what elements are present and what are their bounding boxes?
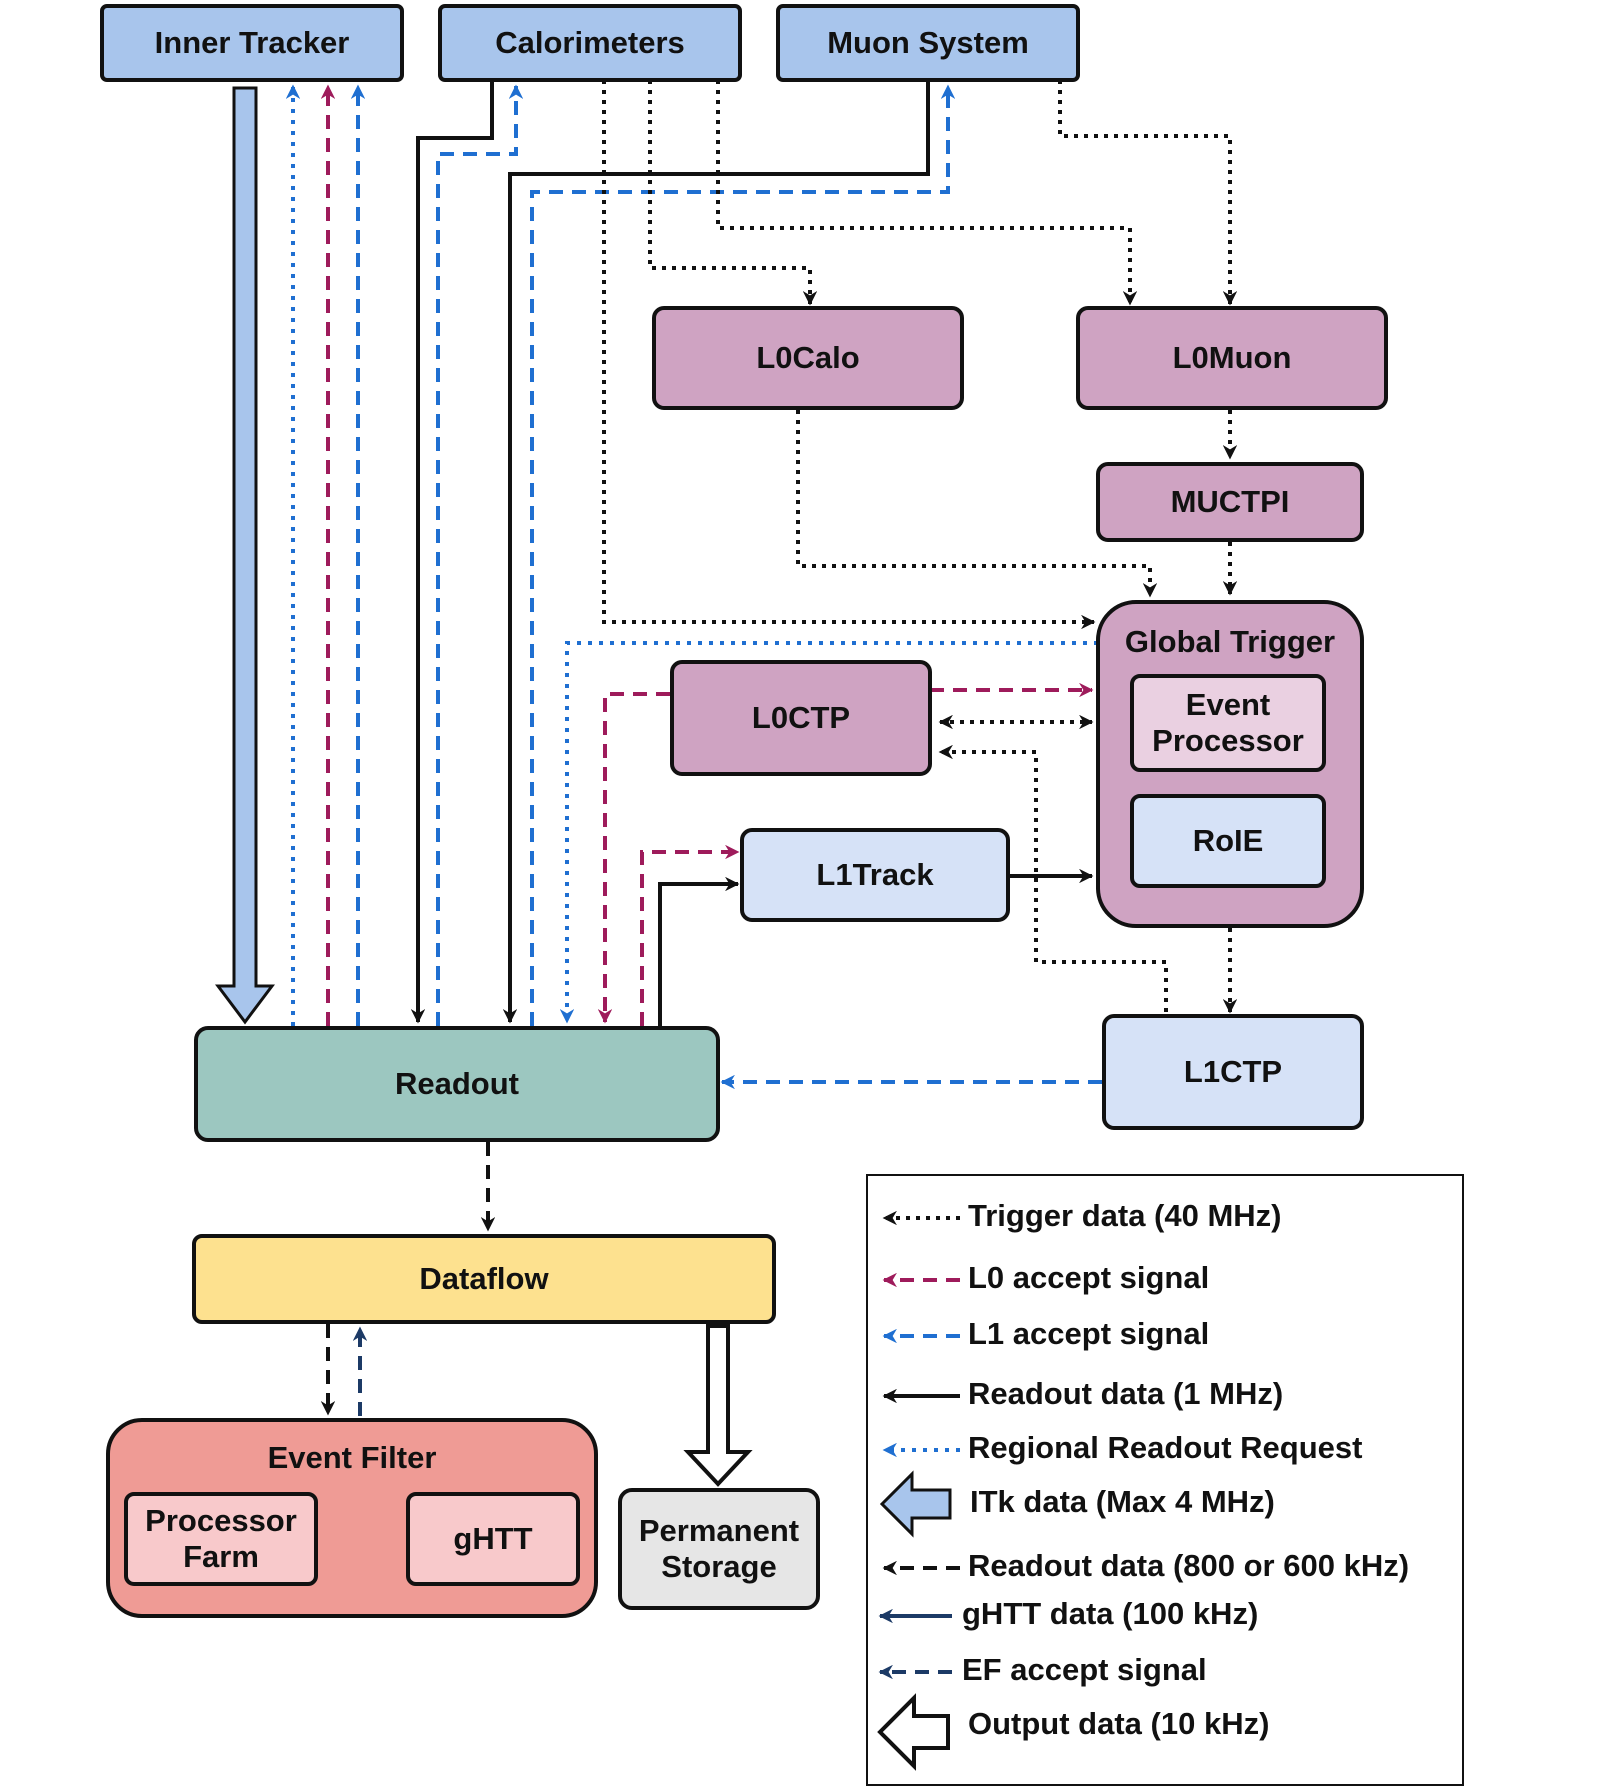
trig-calo-global xyxy=(602,80,1096,630)
legend: Trigger data (40 MHz) L0 accept signal L… xyxy=(866,1174,1464,1786)
output-data-arrow xyxy=(683,1324,753,1487)
dataflow-label: Dataflow xyxy=(419,1261,549,1297)
permanent-storage-label: Permanent Storage xyxy=(638,1513,800,1584)
legend-label-l0-accept: L0 accept signal xyxy=(968,1260,1210,1295)
calorimeters-label: Calorimeters xyxy=(495,25,685,61)
muctpi-box: MUCTPI xyxy=(1096,462,1364,542)
l0ctp-box: L0CTP xyxy=(670,660,932,776)
legend-label-output: Output data (10 kHz) xyxy=(968,1706,1270,1741)
roie-box: RoIE xyxy=(1130,794,1326,888)
processor-farm-label: Processor Farm xyxy=(145,1503,297,1574)
readout-label: Readout xyxy=(395,1066,519,1102)
roie-label: RoIE xyxy=(1192,823,1264,859)
trig-l0calo-global xyxy=(796,410,1158,598)
trig-calo-l0calo xyxy=(648,80,818,306)
muon-system-label: Muon System xyxy=(827,25,1029,61)
event-filter-label: Event Filter xyxy=(267,1440,437,1475)
legend-label-l1-accept: L1 accept signal xyxy=(968,1316,1210,1351)
global-trigger-label: Global Trigger xyxy=(1124,624,1336,659)
trig-calo-l0muon xyxy=(716,80,1138,306)
l1track-box: L1Track xyxy=(740,828,1010,922)
ghtt-box: gHTT xyxy=(406,1492,580,1586)
legend-symbol-itk xyxy=(879,1470,952,1538)
muctpi-label: MUCTPI xyxy=(1170,484,1290,520)
l1-accept-muon xyxy=(530,84,956,1026)
permanent-storage-box: Permanent Storage xyxy=(618,1488,820,1610)
l0muon-box: L0Muon xyxy=(1076,306,1388,410)
inner-tracker-box: Inner Tracker xyxy=(100,4,404,82)
legend-label-itk: ITk data (Max 4 MHz) xyxy=(970,1484,1275,1519)
legend-label-readout-800: Readout data (800 or 600 kHz) xyxy=(968,1548,1410,1583)
l0calo-box: L0Calo xyxy=(652,306,964,410)
inner-tracker-label: Inner Tracker xyxy=(154,25,350,61)
legend-symbols xyxy=(877,1210,960,1771)
muon-system-box: Muon System xyxy=(776,4,1080,82)
legend-label-ghtt: gHTT data (100 kHz) xyxy=(962,1596,1259,1631)
calorimeters-box: Calorimeters xyxy=(438,4,742,82)
legend-label-rr-request: Regional Readout Request xyxy=(968,1430,1363,1465)
processor-farm-box: Processor Farm xyxy=(124,1492,318,1586)
dataflow-box: Dataflow xyxy=(192,1234,776,1324)
legend-symbol-output xyxy=(877,1693,950,1771)
event-processor-label: Event Processor xyxy=(1152,687,1304,758)
l0-accept-readout xyxy=(597,692,670,1024)
l1ctp-box: L1CTP xyxy=(1102,1014,1364,1130)
legend-label-trigger: Trigger data (40 MHz) xyxy=(968,1198,1282,1233)
readout-box: Readout xyxy=(194,1026,720,1142)
calo-readout-path xyxy=(410,80,494,1024)
itk-data-arrow xyxy=(215,86,275,1025)
l0calo-label: L0Calo xyxy=(756,340,860,376)
event-processor-box: Event Processor xyxy=(1130,674,1326,772)
legend-label-ef-accept: EF accept signal xyxy=(962,1652,1207,1687)
l1track-label: L1Track xyxy=(816,857,934,893)
l1-accept-calo xyxy=(436,84,524,1026)
trig-muon-l0muon xyxy=(1058,80,1238,306)
trig-l1ctp-l0ctp xyxy=(938,744,1168,1012)
l0muon-label: L0Muon xyxy=(1172,340,1292,376)
ghtt-label: gHTT xyxy=(453,1521,533,1557)
l1track-readout-path xyxy=(658,876,740,1026)
l0-accept-l1track xyxy=(640,844,740,1026)
l1ctp-label: L1CTP xyxy=(1183,1054,1283,1090)
l0ctp-label: L0CTP xyxy=(751,700,851,736)
legend-label-readout: Readout data (1 MHz) xyxy=(968,1376,1284,1411)
rr-request-readout xyxy=(559,641,1098,1024)
